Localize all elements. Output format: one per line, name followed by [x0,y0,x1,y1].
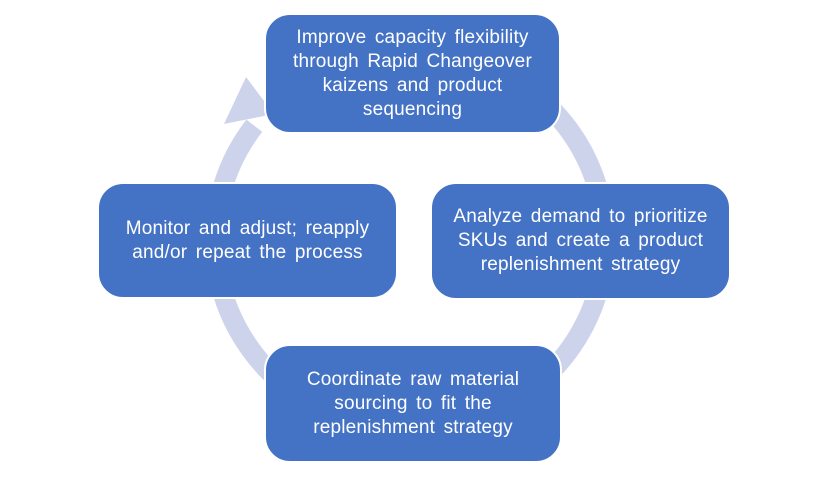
arrowhead-icon [224,77,274,124]
cycle-step-label: Analyze demand to prioritize SKUs and cr… [453,206,708,275]
cycle-step-coordinate-sourcing: Coordinate raw material sourcing to fit … [264,344,562,463]
cycle-step-label: Improve capacity flexibility through Rap… [293,26,532,120]
cycle-step-label: Coordinate raw material sourcing to fit … [306,368,520,438]
cycle-step-analyze-demand: Analyze demand to prioritize SKUs and cr… [430,182,731,300]
cycle-step-label: Monitor and adjust; reapply and/or repea… [125,217,370,263]
cycle-step-improve-capacity: Improve capacity flexibility through Rap… [264,13,561,134]
cycle-step-monitor-adjust: Monitor and adjust; reapply and/or repea… [97,182,398,299]
